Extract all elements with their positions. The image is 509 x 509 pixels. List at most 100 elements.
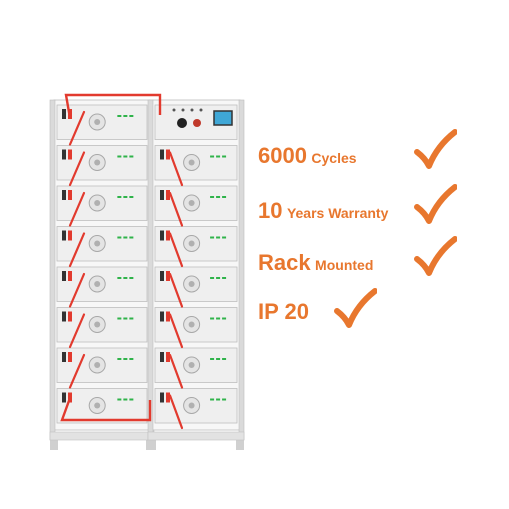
module-logo-center bbox=[94, 240, 101, 247]
terminal bbox=[166, 149, 170, 160]
status-led bbox=[129, 277, 134, 279]
status-led bbox=[117, 317, 122, 320]
status-led bbox=[222, 155, 227, 158]
power-cable bbox=[168, 151, 184, 187]
check-icon bbox=[414, 184, 457, 224]
module-logo-center bbox=[188, 240, 195, 247]
terminal bbox=[68, 392, 72, 403]
indicator-dot bbox=[199, 108, 203, 112]
terminal bbox=[166, 392, 170, 403]
status-led bbox=[216, 358, 221, 360]
terminal bbox=[160, 190, 164, 200]
terminal bbox=[166, 352, 170, 362]
rack-foot bbox=[236, 438, 244, 450]
indicator-dot bbox=[181, 108, 185, 112]
status-led bbox=[123, 398, 128, 401]
power-cable bbox=[168, 313, 184, 349]
status-led bbox=[129, 398, 134, 401]
status-led bbox=[216, 155, 221, 158]
rack-base bbox=[49, 431, 155, 441]
status-led bbox=[117, 277, 122, 279]
status-led bbox=[210, 196, 215, 198]
module-logo-center bbox=[94, 402, 101, 409]
status-led bbox=[216, 317, 221, 320]
status-led bbox=[123, 115, 128, 117]
power-cable bbox=[68, 313, 86, 349]
check-icon bbox=[414, 129, 457, 169]
rack-rail bbox=[49, 99, 56, 441]
status-led bbox=[129, 155, 134, 158]
status-led bbox=[216, 277, 221, 279]
terminal bbox=[62, 230, 66, 241]
breaker-switch bbox=[177, 118, 187, 128]
terminal bbox=[62, 190, 66, 200]
status-led bbox=[210, 236, 215, 239]
feature-rack: Rack Mounted bbox=[258, 252, 373, 274]
status-led bbox=[117, 236, 122, 239]
status-led bbox=[222, 358, 227, 360]
power-cable bbox=[168, 394, 184, 430]
status-led bbox=[222, 398, 227, 401]
terminal bbox=[62, 392, 66, 403]
terminal bbox=[62, 311, 66, 322]
status-led bbox=[222, 196, 227, 198]
status-led bbox=[117, 155, 122, 158]
terminal bbox=[160, 311, 164, 322]
power-cable bbox=[168, 191, 184, 227]
module-logo-center bbox=[94, 362, 101, 368]
feature-ip: IP 20 bbox=[258, 301, 309, 323]
power-cable bbox=[68, 110, 86, 146]
status-led bbox=[216, 196, 221, 198]
terminal bbox=[62, 352, 66, 362]
indicator-dot bbox=[190, 108, 194, 112]
check-icon bbox=[414, 236, 457, 276]
terminal bbox=[68, 230, 72, 241]
power-cable bbox=[68, 191, 86, 227]
module-logo-center bbox=[188, 159, 195, 166]
module-logo-center bbox=[94, 321, 101, 328]
module-logo-center bbox=[188, 281, 195, 287]
terminal bbox=[68, 352, 72, 362]
rack-foot bbox=[50, 438, 58, 450]
feature-cycles-value: 6000 bbox=[258, 143, 307, 168]
terminal bbox=[166, 311, 170, 322]
feature-warranty: 10 Years Warranty bbox=[258, 200, 388, 222]
status-led bbox=[129, 317, 134, 320]
feature-cycles: 6000 Cycles bbox=[258, 145, 357, 167]
feature-ip-value: IP 20 bbox=[258, 299, 309, 324]
status-led bbox=[123, 317, 128, 320]
status-led bbox=[216, 398, 221, 401]
status-led bbox=[117, 196, 122, 198]
terminal bbox=[166, 230, 170, 241]
power-cable bbox=[68, 232, 86, 268]
status-led bbox=[210, 358, 215, 360]
module-logo-center bbox=[94, 159, 101, 166]
power-cable bbox=[68, 353, 86, 389]
status-led bbox=[123, 358, 128, 360]
terminal bbox=[62, 149, 66, 160]
status-led bbox=[210, 317, 215, 320]
rack-base bbox=[147, 431, 245, 441]
check-icon bbox=[334, 288, 377, 328]
rack-rail bbox=[238, 99, 245, 441]
status-led bbox=[129, 196, 134, 198]
terminal bbox=[68, 149, 72, 160]
power-cable bbox=[168, 272, 184, 308]
terminal bbox=[160, 352, 164, 362]
feature-warranty-value: 10 bbox=[258, 198, 283, 223]
terminal bbox=[68, 190, 72, 200]
rack-rail bbox=[147, 99, 154, 441]
terminal bbox=[62, 109, 66, 119]
status-led bbox=[123, 196, 128, 198]
status-led bbox=[210, 277, 215, 279]
rack-foot bbox=[148, 438, 156, 450]
power-cable bbox=[168, 232, 184, 268]
terminal bbox=[160, 392, 164, 403]
status-led bbox=[210, 398, 215, 401]
status-led bbox=[123, 277, 128, 279]
feature-rack-label: Mounted bbox=[315, 257, 374, 273]
module-logo-center bbox=[94, 200, 101, 206]
status-led bbox=[222, 317, 227, 320]
power-cable bbox=[60, 397, 152, 422]
power-cable bbox=[68, 151, 86, 187]
